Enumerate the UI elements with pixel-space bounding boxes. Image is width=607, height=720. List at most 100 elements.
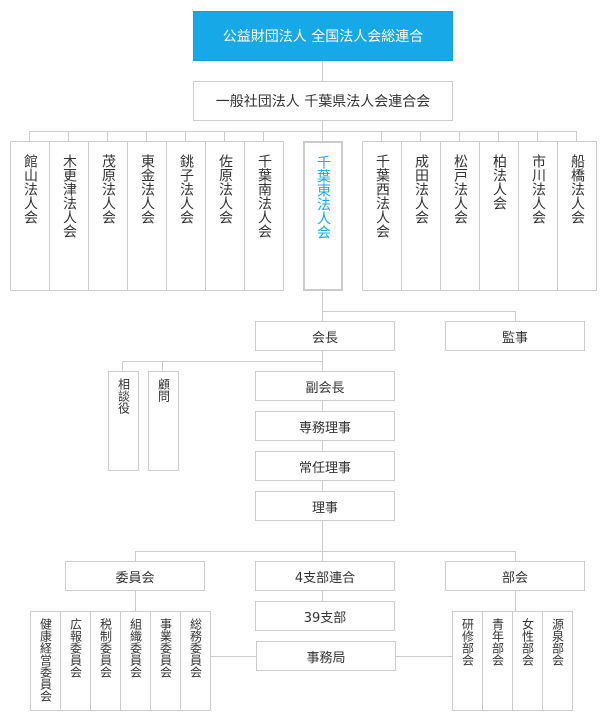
group-label: 松戸法人会: [452, 154, 468, 224]
group-box: 東金法人会: [127, 141, 167, 291]
group-label: 成田法人会: [413, 154, 429, 224]
connector: [146, 131, 147, 142]
group-label: 東金法人会: [139, 154, 155, 224]
group-label: 船橋法人会: [569, 154, 585, 224]
connector: [322, 590, 323, 602]
national-federation-box: 公益財団法人 全国法人会総連合: [193, 11, 453, 61]
vice-president-box: 副会長: [255, 371, 395, 401]
branch-union-box: 4支部連合: [255, 561, 395, 591]
group-box: 茂原法人会: [88, 141, 128, 291]
committee-item: 広報委員会: [60, 611, 91, 711]
committee-item: 組織委員会: [120, 611, 151, 711]
vice-president-label: 副会長: [305, 380, 345, 396]
director-box: 理事: [255, 491, 395, 521]
advisor-box: 顧問: [148, 371, 179, 471]
committee-item-label: 事業委員会: [158, 618, 173, 678]
president-label: 会長: [311, 330, 338, 346]
group-label: 佐原法人会: [217, 154, 233, 224]
committee-item-label: 税制委員会: [98, 618, 113, 678]
advisor-label: 相談役: [116, 378, 131, 414]
current-group-box: 千葉東法人会: [303, 141, 343, 291]
director-label: 理事: [311, 500, 338, 516]
group-label: 茂原法人会: [100, 154, 116, 224]
connector: [263, 131, 264, 142]
connector: [515, 551, 516, 561]
group-label: 千葉西法人会: [374, 154, 390, 238]
auditor-label: 監事: [501, 330, 528, 346]
committee-item-label: 健康経営委員会: [38, 618, 53, 702]
advisor-box: 相談役: [108, 371, 139, 471]
connector: [515, 590, 516, 612]
committee-label: 委員会: [115, 570, 155, 586]
connector: [322, 311, 515, 312]
group-label: 銚子法人会: [178, 154, 194, 224]
connector: [29, 131, 30, 142]
subcommittee-item: 青年部会: [482, 611, 513, 711]
connector: [576, 131, 577, 142]
managing-director-label: 常任理事: [298, 460, 351, 476]
connector: [68, 131, 69, 142]
branches-label: 39支部: [303, 610, 347, 626]
connector: [162, 361, 163, 371]
committee-item: 健康経営委員会: [30, 611, 61, 711]
secretariat-label: 事務局: [306, 650, 346, 666]
current-group-label: 千葉東法人会: [315, 155, 331, 239]
connector: [29, 131, 577, 132]
subcommittee-item: 研修部会: [452, 611, 483, 711]
executive-director-box: 専務理事: [255, 411, 395, 441]
branches-box: 39支部: [255, 601, 395, 631]
group-box: 木更津法人会: [49, 141, 89, 291]
group-box: 松戸法人会: [440, 141, 480, 291]
group-box: 船橋法人会: [557, 141, 597, 291]
connector: [224, 131, 225, 142]
connector: [211, 656, 257, 657]
prefecture-federation-label: 一般社団法人 千葉県法人会連合会: [215, 94, 431, 110]
prefecture-federation-box: 一般社団法人 千葉県法人会連合会: [193, 81, 453, 121]
connector: [459, 131, 460, 142]
subcommittee-item: 源泉部会: [542, 611, 573, 711]
connector: [185, 131, 186, 142]
connector: [322, 60, 323, 82]
managing-director-box: 常任理事: [255, 451, 395, 481]
group-box: 佐原法人会: [205, 141, 245, 291]
connector: [107, 131, 108, 142]
group-box: 市川法人会: [518, 141, 558, 291]
connector: [515, 311, 516, 321]
group-label: 館山法人会: [22, 154, 38, 224]
connector: [122, 361, 322, 362]
connector: [322, 520, 323, 561]
connector: [537, 131, 538, 142]
group-label: 市川法人会: [530, 154, 546, 224]
subcommittee-item-label: 源泉部会: [550, 618, 565, 666]
group-box: 銚子法人会: [166, 141, 206, 291]
committee-box: 委員会: [65, 561, 205, 591]
advisor-label: 顧問: [156, 378, 171, 402]
auditor-box: 監事: [445, 321, 585, 351]
group-box: 柏法人会: [479, 141, 519, 291]
group-label: 木更津法人会: [61, 154, 77, 238]
group-box: 千葉西法人会: [362, 141, 402, 291]
subcommittee-box: 部会: [445, 561, 585, 591]
connector: [135, 551, 515, 552]
connector: [322, 290, 323, 321]
committee-item-label: 広報委員会: [68, 618, 83, 678]
secretariat-box: 事務局: [256, 641, 396, 671]
connector: [122, 361, 123, 371]
connector: [498, 131, 499, 142]
connector: [135, 590, 136, 612]
committee-item: 事業委員会: [150, 611, 181, 711]
committee-item: 税制委員会: [90, 611, 121, 711]
group-box: 千葉南法人会: [244, 141, 284, 291]
connector: [135, 551, 136, 561]
executive-director-label: 専務理事: [298, 420, 351, 436]
group-label: 柏法人会: [491, 154, 507, 210]
connector: [420, 131, 421, 142]
subcommittee-item: 女性部会: [512, 611, 543, 711]
group-box: 成田法人会: [401, 141, 441, 291]
national-federation-label: 公益財団法人 全国法人会総連合: [222, 29, 424, 45]
connector: [395, 656, 452, 657]
committee-item: 総務委員会: [180, 611, 211, 711]
committee-item-label: 総務委員会: [188, 618, 203, 678]
subcommittee-label: 部会: [501, 570, 528, 586]
subcommittee-item-label: 女性部会: [520, 618, 535, 666]
